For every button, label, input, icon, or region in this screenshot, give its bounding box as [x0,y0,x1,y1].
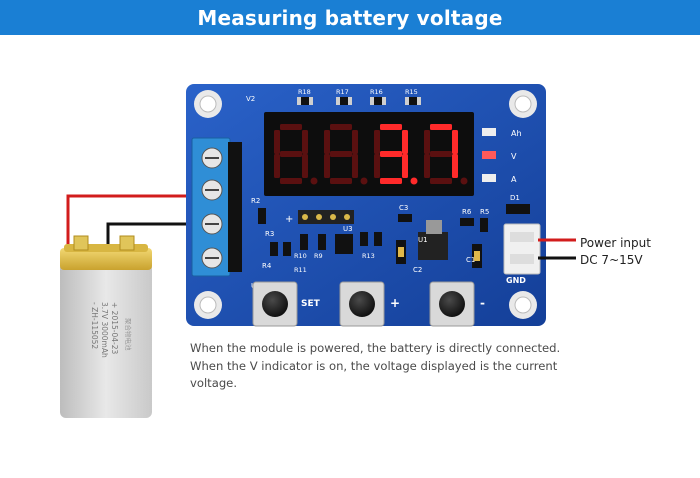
digit-1-segment-g [330,151,352,157]
silk-r9: R9 [314,252,323,260]
indicator-v: V [511,152,517,161]
digit-1-segment-a [330,124,352,130]
silk-c3: C3 [399,204,408,212]
battery-wires [66,194,208,252]
header-pins [298,210,354,224]
silk-d1: D1 [510,194,520,202]
digit-2-segment-d [380,178,402,184]
battery-label-line1: - ZH-115052 [90,302,99,349]
digit-3-segment-d [430,178,452,184]
digit-1-decimal-point [360,177,368,185]
digit-0-segment-c [302,154,308,178]
power-connector [503,223,541,275]
digit-2-segment-b [402,130,408,154]
silk-r15: R15 [405,88,418,96]
button-label-plus: + [390,296,400,310]
silk-c2: C2 [413,266,422,274]
caption-line2: When the V indicator is on, the voltage … [190,358,558,373]
button-label-minus: - [480,296,485,310]
digit-2-segment-a [380,124,402,130]
indicator-ah: Ah [511,129,522,138]
push-buttons [252,281,475,327]
battery-label-line3: + 2015-04-23 [110,302,119,354]
mounting-holes [194,90,537,319]
digit-3-segment-e [424,154,430,178]
digit-3-decimal-point [460,177,468,185]
digit-1-segment-b [352,130,358,154]
indicator-leds [482,128,496,182]
digit-0-segment-g [280,151,302,157]
silk-r2: R2 [251,197,260,205]
silk-v2: V2 [246,95,255,103]
display-digits [274,124,468,185]
indicator-a: A [511,175,517,184]
silk-c1: C1 [466,256,475,264]
silk-r11: R11 [294,266,307,274]
digit-1-segment-f [324,130,330,154]
digit-2-segment-c [402,154,408,178]
silk-r4: R4 [262,262,272,270]
silk-r18: R18 [298,88,311,96]
silk-plus: + [285,214,293,225]
digit-1-segment-e [324,154,330,178]
silk-r16: R16 [370,88,383,96]
digit-1-segment-d [330,178,352,184]
caption-line3: voltage. [190,376,238,390]
screw-terminal [191,137,242,277]
digit-1-segment-c [352,154,358,178]
silk-r13: R13 [362,252,375,260]
digit-2-segment-f [374,130,380,154]
seven-segment-display [264,112,474,196]
power-wires [538,238,576,260]
digit-3-segment-g [430,151,452,157]
pcb-board: V2 R18 R17 R16 R15 [186,84,546,327]
title-banner: Measuring battery voltage [0,0,700,35]
power-input-label: Power input [580,236,651,250]
smd-components [258,204,530,308]
page-title: Measuring battery voltage [197,5,503,30]
button-label-set: SET [301,299,321,309]
digit-0-segment-a [280,124,302,130]
silk-u1: U1 [418,236,428,244]
battery-label-line4: 聚合物电池 [124,318,133,351]
digit-3-segment-f [424,130,430,154]
silk-u3: U3 [343,225,353,233]
battery-label-line2: 3.7V 3000mAh [100,302,109,358]
digit-3-segment-b [452,130,458,154]
caption: When the module is powered, the battery … [190,340,570,393]
silk-r5: R5 [480,208,489,216]
digit-2-decimal-point [410,177,418,185]
silk-r10: R10 [294,252,307,260]
digit-2-segment-g [380,151,402,157]
digit-0-segment-f [274,130,280,154]
digit-3-segment-c [452,154,458,178]
lipo-battery: - ZH-115052 3.7V 3000mAh + 2015-04-23 聚合… [60,235,152,418]
digit-0-segment-b [302,130,308,154]
digit-0-segment-d [280,178,302,184]
silk-r3: R3 [265,230,274,238]
power-range-label: DC 7~15V [580,253,643,267]
digit-0-segment-e [274,154,280,178]
silk-r6: R6 [462,208,472,216]
silk-gnd: GND [506,276,526,285]
silk-r17: R17 [336,88,349,96]
digit-3-segment-a [430,124,452,130]
digit-0-decimal-point [310,177,318,185]
digit-2-segment-e [374,154,380,178]
caption-line1: When the module is powered, the battery … [190,341,561,355]
top-resistors [297,97,421,105]
